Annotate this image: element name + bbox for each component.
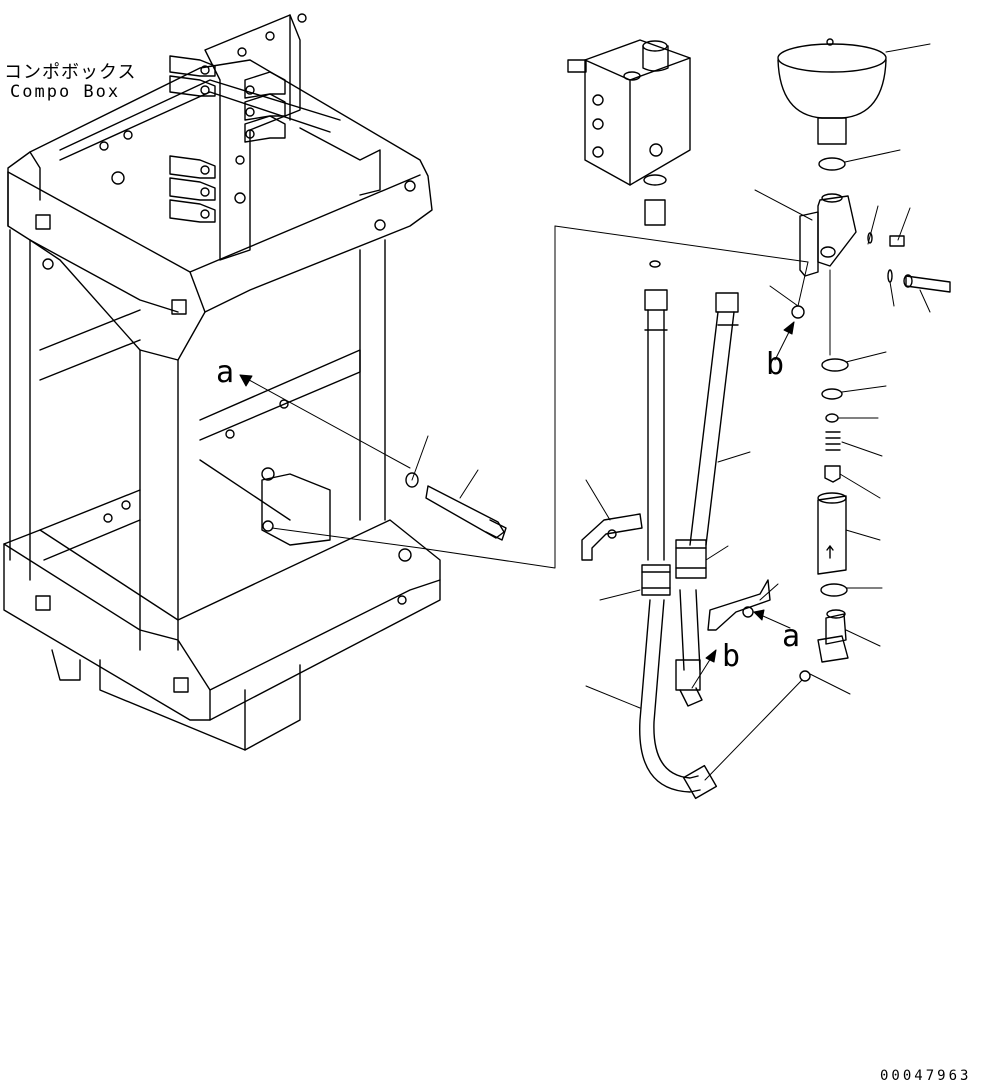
cable-clamps (169, 55, 286, 223)
bolt-and-washer (405, 472, 507, 541)
accumulator (777, 38, 887, 171)
valve-block (567, 39, 691, 268)
hoses (581, 289, 771, 800)
reference-b-upper: b (766, 347, 785, 382)
compo-box-frame (3, 13, 441, 751)
reference-b-lower: b (722, 639, 741, 674)
reference-a-upper: a (216, 355, 235, 390)
compo-box-label-en: Compo Box (10, 82, 121, 102)
leader-lines (411, 43, 931, 709)
compo-box-label-jp: コンポボックス (4, 62, 137, 83)
manifold-valve (791, 193, 951, 682)
drawing-number: 00047963 (880, 1068, 972, 1084)
connection-lines (239, 225, 831, 781)
reference-a-lower: a (782, 619, 801, 654)
